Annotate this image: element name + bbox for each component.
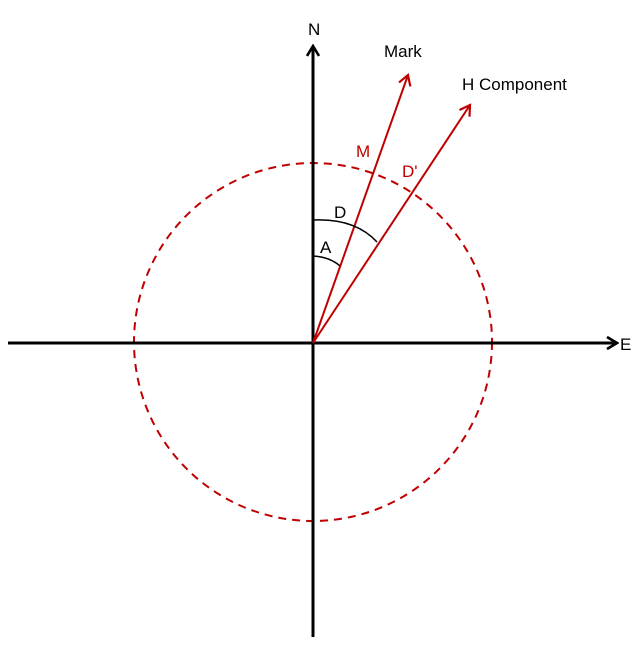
north-label: N bbox=[308, 20, 320, 39]
mark-vector bbox=[312, 75, 408, 344]
h-component-vector bbox=[312, 105, 470, 344]
east-label: E bbox=[620, 335, 631, 354]
point-m-label: M bbox=[356, 142, 370, 161]
angle-d-label: D bbox=[334, 203, 346, 222]
point-d-prime-label: D' bbox=[402, 162, 418, 181]
angle-a-label: A bbox=[320, 238, 332, 257]
angle-d-arc bbox=[312, 219, 378, 243]
h-component-label: H Component bbox=[462, 75, 567, 94]
angle-a-arc bbox=[312, 255, 341, 267]
mark-label: Mark bbox=[384, 42, 422, 61]
